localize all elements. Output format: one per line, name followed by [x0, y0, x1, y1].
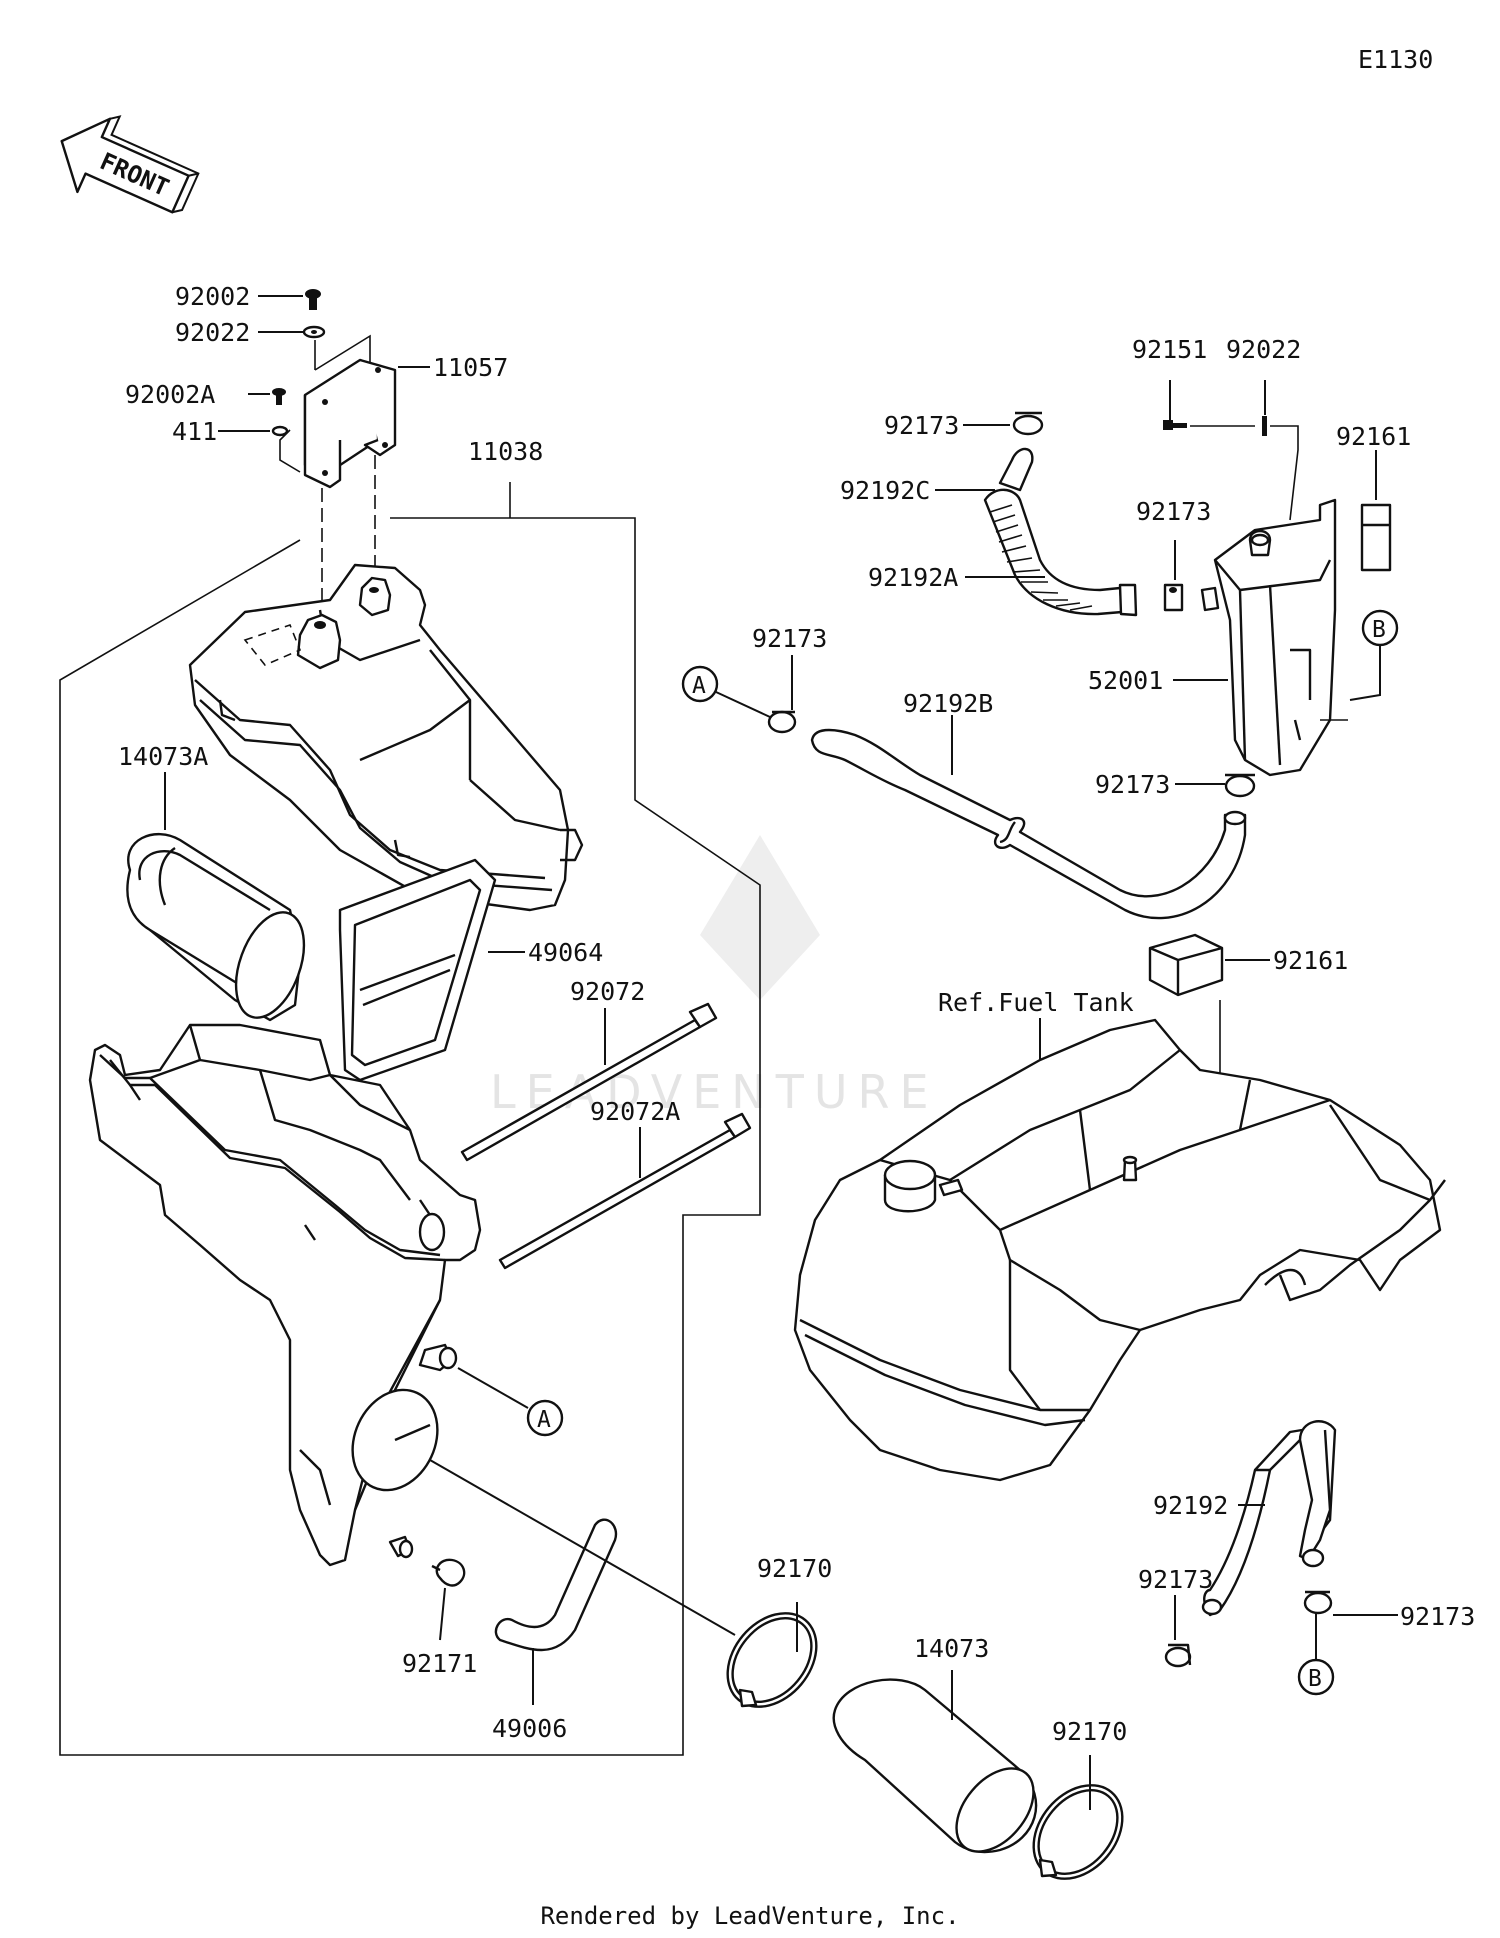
label-92173-bl: 92173 [1138, 1565, 1213, 1594]
clip-92173-canister [1175, 773, 1256, 798]
assembly-frame-11038 [59, 517, 761, 1756]
leader-duct [429, 1459, 736, 1636]
bolt-92002 [258, 289, 321, 310]
cable-tie-92072 [460, 1002, 718, 1162]
hose-92192 [1201, 1420, 1337, 1617]
filter-14073A [126, 772, 306, 1022]
callout-b-letter-bottom: B [1308, 1666, 1322, 1692]
clip-92173-a [767, 655, 797, 734]
callout-circle-a-right: A [681, 665, 771, 718]
callout-a-letter-left: A [537, 1407, 551, 1433]
label-92173-top: 92173 [884, 411, 959, 440]
callout-b-letter-top: B [1372, 617, 1386, 643]
bolt-92002A [248, 388, 286, 405]
duct-14073 [832, 1670, 1038, 1854]
label-92170-top: 92170 [757, 1554, 832, 1583]
label-ref-fuel-tank: Ref.Fuel Tank [938, 988, 1134, 1017]
label-92173-mid: 92173 [1136, 497, 1211, 526]
clip-92173-top [963, 411, 1044, 436]
label-92192B: 92192B [903, 689, 993, 718]
washer-92022 [258, 325, 326, 339]
label-92022-left: 92022 [175, 318, 250, 347]
label-92173-canister: 92173 [1095, 770, 1170, 799]
clip-92173-br [1303, 1590, 1398, 1616]
canister-52001 [1200, 498, 1348, 777]
label-52001: 52001 [1088, 666, 1163, 695]
label-92002A: 92002A [125, 380, 215, 409]
label-92173-a: 92173 [752, 624, 827, 653]
front-arrow-icon: FRONT [60, 115, 200, 214]
washer-92022-right [1262, 380, 1299, 521]
pad-92161-top [1360, 450, 1392, 572]
label-92161-mid: 92161 [1273, 946, 1348, 975]
label-92072: 92072 [570, 977, 645, 1006]
clip-92171 [431, 1558, 466, 1641]
clip-92173-mid [1163, 540, 1184, 612]
diagram-code: E1130 [1358, 45, 1433, 74]
clamp-92170-bottom [1032, 1755, 1124, 1880]
hose-92192B [810, 715, 1247, 920]
screw-92151 [1163, 380, 1255, 430]
label-92022-right: 92022 [1226, 335, 1301, 364]
label-92072A: 92072A [590, 1097, 680, 1126]
clamp-92170-top [726, 1602, 818, 1708]
fuel-tank-ref [793, 1018, 1446, 1482]
pad-92161-mid [1148, 933, 1270, 997]
label-11057: 11057 [433, 353, 508, 382]
label-92171: 92171 [402, 1649, 477, 1678]
airbox-cover [188, 563, 584, 912]
label-92173-br: 92173 [1400, 1602, 1475, 1631]
hose-49006 [494, 1518, 618, 1705]
clip-92173-bl [1164, 1595, 1192, 1668]
gasket-49064 [338, 858, 525, 1082]
label-14073: 14073 [914, 1634, 989, 1663]
callout-circle-a: A [457, 1367, 564, 1437]
label-92002: 92002 [175, 282, 250, 311]
cable-tie-92072A [498, 1112, 752, 1270]
label-92192C: 92192C [840, 476, 930, 505]
bracket-11057 [279, 334, 430, 489]
hose-92192A [965, 488, 1138, 617]
label-92192: 92192 [1153, 1491, 1228, 1520]
label-411: 411 [172, 417, 217, 446]
label-11038: 11038 [468, 437, 543, 466]
callout-circle-b: B [1349, 609, 1399, 701]
footer-credit: Rendered by LeadVenture, Inc. [540, 1902, 960, 1930]
hose-92192C [935, 447, 1034, 492]
label-49006: 49006 [492, 1714, 567, 1743]
label-49064: 49064 [528, 938, 603, 967]
callout-circle-b-bottom: B [1297, 1612, 1335, 1696]
label-92192A: 92192A [868, 563, 958, 592]
label-14073A: 14073A [118, 742, 208, 771]
label-92151: 92151 [1132, 335, 1207, 364]
label-92161-top: 92161 [1336, 422, 1411, 451]
part-411 [218, 425, 289, 437]
callout-a-letter-right: A [692, 673, 706, 699]
airbox-lower [88, 1023, 482, 1567]
watermark-text: LEADVENTURE [490, 1065, 939, 1119]
label-92170-bottom: 92170 [1052, 1717, 1127, 1746]
